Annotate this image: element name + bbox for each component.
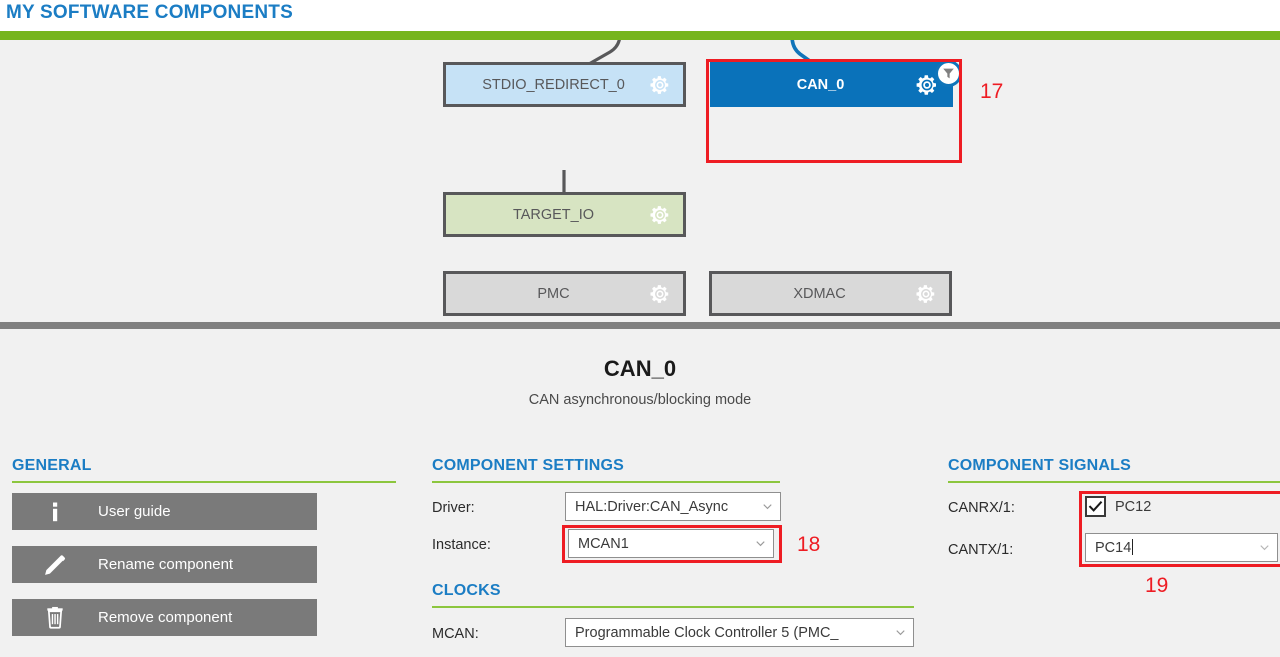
gear-icon[interactable] — [904, 73, 950, 97]
section-heading-general: GENERAL — [12, 457, 92, 474]
button-label: User guide — [98, 503, 171, 520]
component-label: PMC — [537, 285, 570, 302]
cantx-combo[interactable]: PC14 — [1085, 533, 1278, 562]
section-rule-clocks — [432, 606, 914, 608]
instance-value: MCAN1 — [578, 535, 629, 552]
user-guide-button[interactable]: User guide — [12, 493, 317, 530]
driver-label: Driver: — [432, 500, 475, 516]
trash-icon — [12, 606, 98, 629]
mcan-clock-combo[interactable]: Programmable Clock Controller 5 (PMC_ — [565, 618, 914, 647]
filter-icon[interactable] — [935, 60, 962, 87]
section-heading-component-signals: COMPONENT SIGNALS — [948, 457, 1131, 474]
driver-value: HAL:Driver:CAN_Async — [575, 498, 729, 515]
section-rule-general — [12, 481, 396, 483]
canrx-checkbox-row[interactable]: PC12 — [1085, 496, 1151, 517]
can-component-box[interactable]: CAN_0 — [710, 62, 953, 107]
text-cursor — [1132, 539, 1134, 555]
gear-icon[interactable] — [637, 283, 683, 305]
cantx-value: PC14 — [1095, 540, 1132, 556]
mcan-clock-label: MCAN: — [432, 626, 479, 642]
component-box-xdmac[interactable]: XDMAC — [709, 271, 952, 316]
gear-icon[interactable] — [903, 283, 949, 305]
annotation-number-19: 19 — [1145, 574, 1169, 597]
component-label: CAN_0 — [796, 76, 845, 93]
window-header: MY SOFTWARE COMPONENTS — [0, 0, 1280, 31]
section-rule-component-settings — [432, 481, 780, 483]
component-label: STDIO_REDIRECT_0 — [482, 76, 625, 93]
section-heading-component-settings: COMPONENT SETTINGS — [432, 457, 625, 474]
button-label: Remove component — [98, 609, 233, 626]
pencil-icon — [12, 552, 98, 577]
button-label: Rename component — [98, 556, 234, 573]
component-box-stdio-redirect-0[interactable]: STDIO_REDIRECT_0 — [443, 62, 686, 107]
gear-icon[interactable] — [637, 74, 683, 96]
component-diagram-canvas: STDIO_REDIRECT_0 CAN_0 — [0, 40, 1280, 322]
instance-combo[interactable]: MCAN1 — [568, 529, 774, 558]
canrx-checkbox[interactable] — [1085, 496, 1106, 517]
component-box-pmc[interactable]: PMC — [443, 271, 686, 316]
chevron-down-icon — [754, 502, 780, 511]
canrx-label: CANRX/1: — [948, 500, 1015, 516]
gear-icon[interactable] — [637, 204, 683, 226]
annotation-number-17: 17 — [980, 80, 1004, 103]
instance-label: Instance: — [432, 537, 491, 553]
detail-subtitle: CAN asynchronous/blocking mode — [528, 392, 752, 408]
remove-component-button[interactable]: Remove component — [12, 599, 317, 636]
section-heading-clocks: CLOCKS — [432, 582, 501, 599]
driver-combo[interactable]: HAL:Driver:CAN_Async — [565, 492, 781, 521]
mcan-clock-value: Programmable Clock Controller 5 (PMC_ — [575, 624, 839, 641]
pane-splitter[interactable] — [0, 322, 1280, 329]
section-rule-component-signals — [948, 481, 1280, 483]
component-detail-pane: CAN_0 CAN asynchronous/blocking mode GEN… — [0, 329, 1280, 657]
component-label: TARGET_IO — [512, 206, 595, 223]
cantx-label: CANTX/1: — [948, 542, 1014, 558]
rename-component-button[interactable]: Rename component — [12, 546, 317, 583]
canrx-value: PC12 — [1115, 498, 1152, 515]
chevron-down-icon — [747, 539, 773, 548]
check-icon — [1088, 500, 1103, 512]
accent-bar — [0, 31, 1280, 40]
component-box-target-io[interactable]: TARGET_IO — [443, 192, 686, 237]
chevron-down-icon — [1251, 543, 1277, 552]
annotation-number-18: 18 — [797, 533, 821, 556]
component-label: XDMAC — [793, 285, 846, 302]
detail-title: CAN_0 — [603, 356, 677, 381]
chevron-down-icon — [887, 628, 913, 637]
page-title: MY SOFTWARE COMPONENTS — [6, 2, 293, 23]
info-icon — [12, 502, 98, 522]
